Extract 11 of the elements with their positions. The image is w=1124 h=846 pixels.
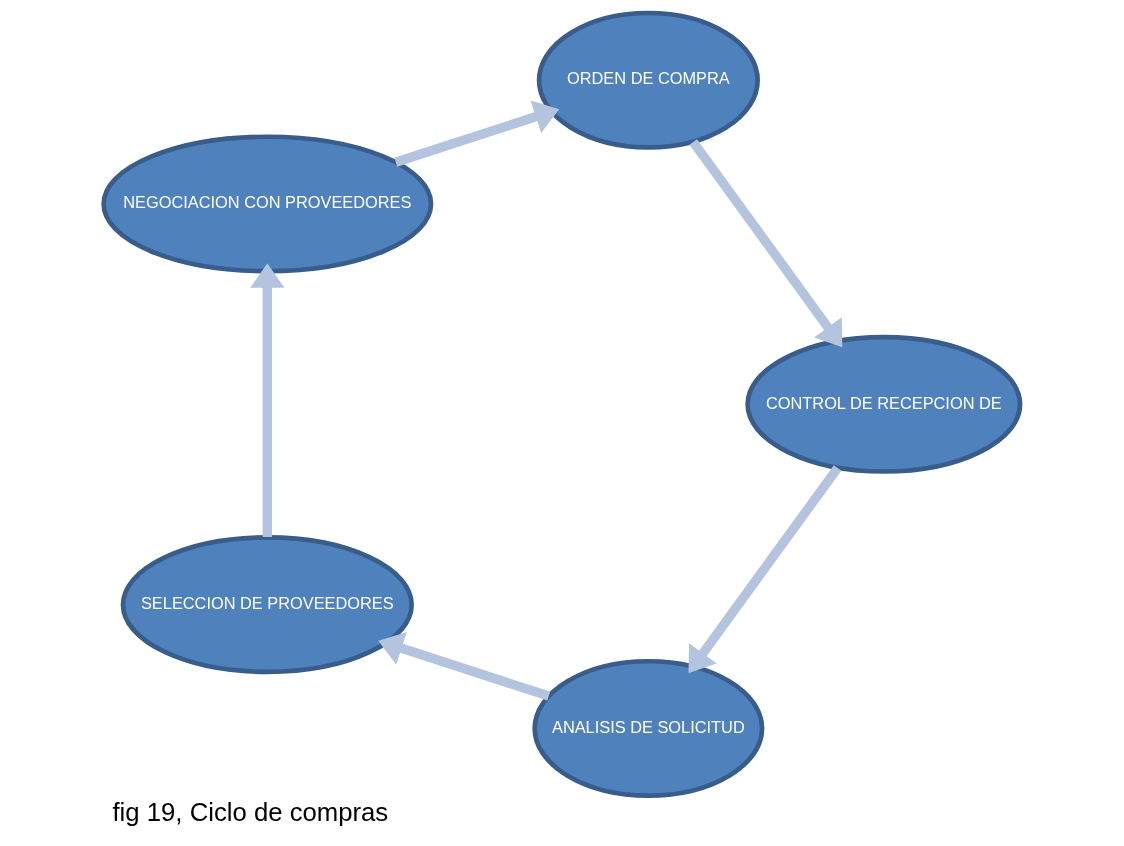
node-ellipse: ORDEN DE COMPRA [536,10,760,150]
arrow [378,631,551,701]
node-ellipse: SELECCION DE PROVEEDORES [120,535,414,675]
node-ellipse: CONTROL DE RECEPCION DE [745,334,1023,474]
arrow [394,100,560,167]
arrow [688,465,842,674]
node-ellipse: ANALISIS DE SOLICITUD [532,658,765,798]
caption: fig 19, Ciclo de compras [112,797,389,826]
arrow [689,139,843,348]
node-ellipse: NEGOCIACION CON PROVEEDORES [101,134,434,274]
arrow [250,263,285,538]
